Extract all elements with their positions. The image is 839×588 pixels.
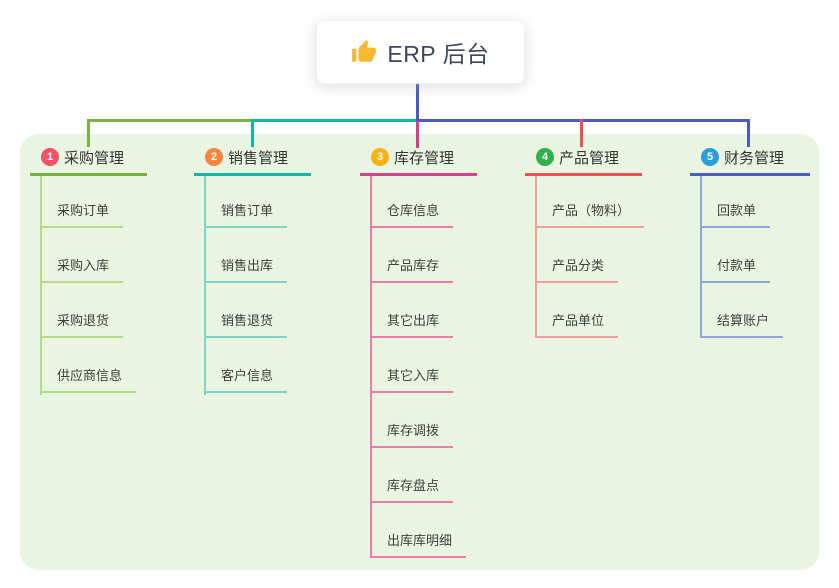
- branch-title: 产品管理: [559, 149, 620, 167]
- branch-number-badge: 2: [205, 148, 223, 166]
- branch-trunk-line: [535, 176, 537, 338]
- branch-header-product[interactable]: 4 产品管理: [525, 147, 642, 176]
- branch-header-finance[interactable]: 5 财务管理: [690, 147, 810, 176]
- child-node[interactable]: 库存盘点: [370, 477, 454, 503]
- branch-trunk-line: [204, 176, 206, 395]
- branch-number-badge: 5: [701, 148, 719, 166]
- root-node-label: ERP 后台: [387, 41, 490, 67]
- branch-title: 采购管理: [64, 149, 125, 167]
- branch-trunk-line: [700, 176, 702, 338]
- branch-header-sales[interactable]: 2 销售管理: [194, 147, 311, 176]
- child-node[interactable]: 回款单: [700, 202, 771, 228]
- child-node[interactable]: 其它出库: [370, 312, 454, 338]
- thumbs-up-icon: [352, 40, 377, 62]
- child-node[interactable]: 产品分类: [535, 257, 619, 283]
- child-node[interactable]: 其它入库: [370, 367, 454, 393]
- branch-number-badge: 4: [536, 148, 554, 166]
- child-node[interactable]: 出库库明细: [370, 532, 467, 558]
- drop-line-branch-1: [87, 119, 90, 147]
- child-node[interactable]: 结算账户: [700, 312, 784, 338]
- branches-background-panel: [20, 134, 819, 570]
- drop-line-branch-5: [747, 119, 750, 147]
- child-node[interactable]: 产品（物料）: [535, 202, 645, 228]
- drop-line-branch-3: [416, 121, 419, 148]
- branch-title: 财务管理: [724, 149, 785, 167]
- branch-trunk-line: [40, 176, 42, 395]
- branch-header-purchase[interactable]: 1 采购管理: [30, 147, 147, 176]
- child-node[interactable]: 销售退货: [204, 312, 288, 338]
- drop-line-branch-2: [251, 119, 254, 147]
- branch-trunk-line: [370, 176, 372, 558]
- child-node[interactable]: 库存调拨: [370, 422, 454, 448]
- child-node[interactable]: 供应商信息: [40, 367, 137, 393]
- child-node[interactable]: 采购入库: [40, 257, 124, 283]
- drop-line-branch-4: [580, 119, 583, 147]
- child-node[interactable]: 仓库信息: [370, 202, 454, 228]
- child-node[interactable]: 采购订单: [40, 202, 124, 228]
- branch-title: 库存管理: [394, 149, 455, 167]
- connector-left-teal: [251, 119, 418, 122]
- branch-number-badge: 3: [371, 148, 389, 166]
- branch-title: 销售管理: [228, 149, 289, 167]
- connector-right-indigo: [416, 119, 750, 122]
- branch-number-badge: 1: [41, 148, 59, 166]
- child-node[interactable]: 付款单: [700, 257, 771, 283]
- child-node[interactable]: 产品库存: [370, 257, 454, 283]
- branch-header-inventory[interactable]: 3 库存管理: [360, 147, 477, 176]
- child-node[interactable]: 客户信息: [204, 367, 288, 393]
- connector-left-green: [87, 119, 253, 122]
- child-node[interactable]: 产品单位: [535, 312, 619, 338]
- child-node[interactable]: 销售订单: [204, 202, 288, 228]
- child-node[interactable]: 销售出库: [204, 257, 288, 283]
- child-node[interactable]: 采购退货: [40, 312, 124, 338]
- root-connector-line: [416, 84, 419, 121]
- root-node[interactable]: ERP 后台: [316, 20, 525, 84]
